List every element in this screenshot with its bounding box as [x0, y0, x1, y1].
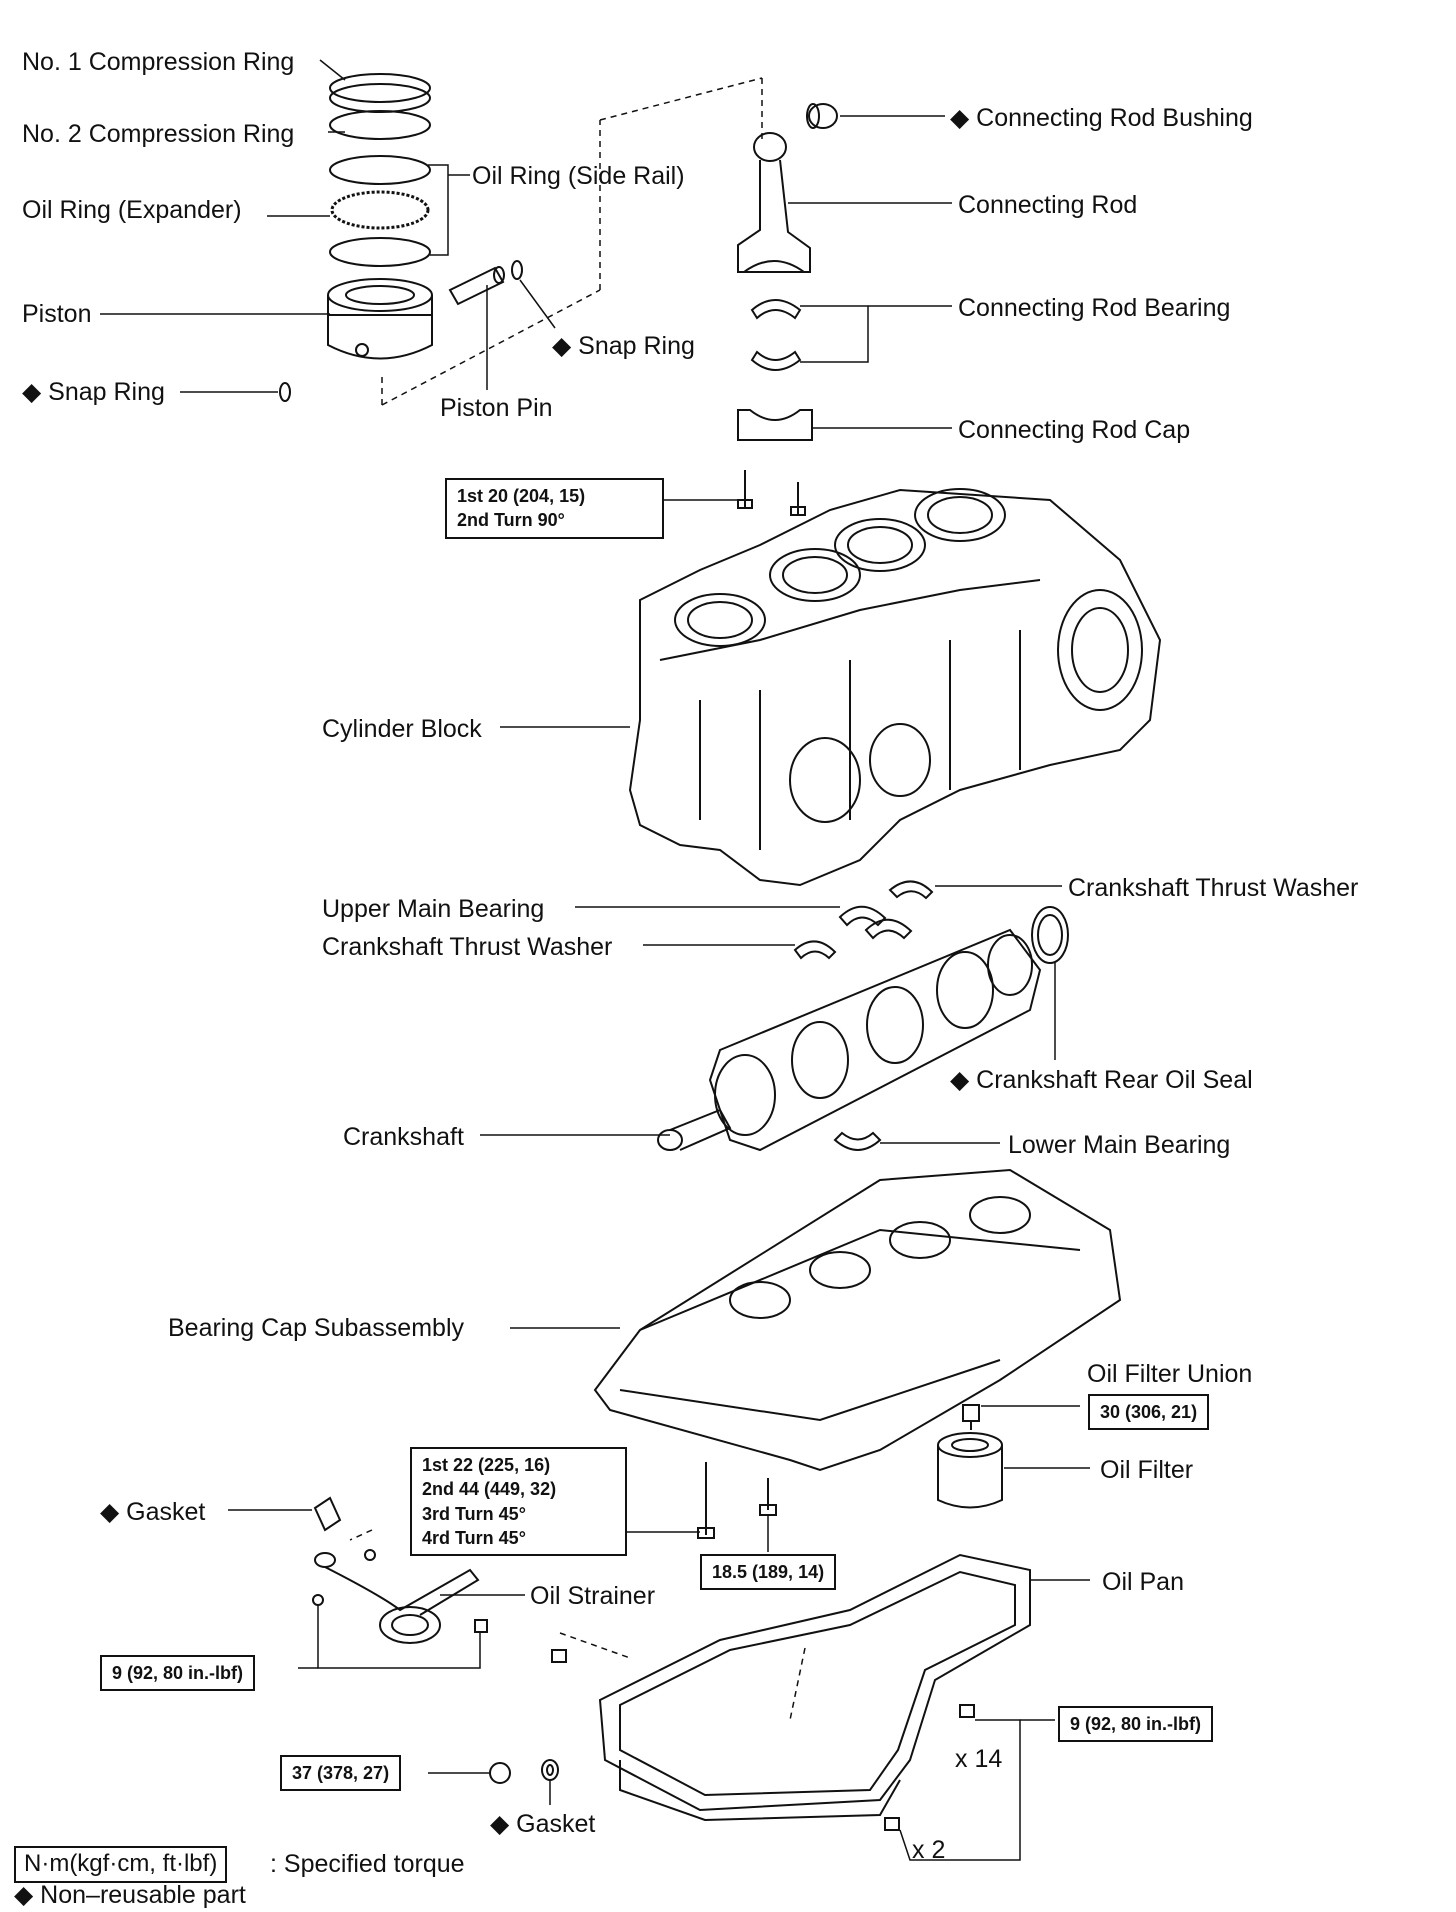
- oil-strainer: [312, 1549, 488, 1644]
- label-crankshaft-rear-oil-seal: ◆ Crankshaft Rear Oil Seal: [950, 1066, 1253, 1094]
- leader-lines: [100, 59, 1090, 1861]
- piston: [327, 278, 433, 360]
- cylinder-block: [628, 488, 1162, 887]
- gasket-bottom: [541, 1759, 559, 1781]
- torque-oil-pan: 9 (92, 80 in.-lbf): [1058, 1706, 1214, 1743]
- connecting-rod-cap: [737, 409, 813, 441]
- upper-main-bearing: [838, 905, 913, 940]
- crankshaft-rear-oil-seal: [1031, 906, 1069, 964]
- oil-pan-bolts: [551, 1649, 975, 1831]
- label-oil-pan: Oil Pan: [1102, 1568, 1184, 1596]
- torque-bearing-cap-bolt: 1st 22 (225, 16) 2nd 44 (449, 32) 3rd Tu…: [410, 1447, 627, 1557]
- bearing-cap-bolts: [697, 1462, 777, 1539]
- lower-main-bearing: [833, 1131, 882, 1151]
- connecting-rod: [737, 132, 811, 273]
- label-no2-compression-ring: No. 2 Compression Ring: [22, 120, 295, 148]
- torque-rod-cap-bolt: 1st 20 (204, 15) 2nd Turn 90°: [445, 478, 664, 539]
- rod-cap-bolts: [737, 470, 806, 516]
- label-no1-compression-ring: No. 1 Compression Ring: [22, 48, 295, 76]
- piston-rings: [329, 73, 431, 267]
- torque-bearing-cap-line3: 3rd Turn 45°: [422, 1503, 526, 1524]
- torque-rod-cap-line2: 2nd Turn 90°: [457, 510, 565, 531]
- label-piston: Piston: [22, 300, 92, 328]
- label-lower-main-bearing: Lower Main Bearing: [1008, 1131, 1231, 1159]
- gasket-top: [313, 1496, 342, 1532]
- piston-pin: [448, 266, 505, 306]
- label-gasket-bottom: ◆ Gasket: [490, 1810, 596, 1838]
- torque-oil-filter-union: 30 (306, 21): [1088, 1394, 1210, 1431]
- thrust-washer-upper: [888, 880, 934, 900]
- label-piston-pin: Piston Pin: [440, 394, 553, 422]
- label-oil-filter: Oil Filter: [1100, 1456, 1194, 1484]
- label-connecting-rod-bushing: ◆ Connecting Rod Bushing: [950, 104, 1253, 132]
- pan-bolts-count: x 14: [955, 1745, 1003, 1773]
- torque-bearing-cap-line2: 2nd 44 (449, 32): [422, 1479, 557, 1500]
- connecting-rod-bearing: [750, 299, 802, 371]
- oil-filter: [937, 1432, 1003, 1509]
- torque-drain-plug: 37 (378, 27): [280, 1755, 402, 1792]
- legend-non-reusable: ◆ Non–reusable part: [14, 1881, 246, 1909]
- label-connecting-rod-bearing: Connecting Rod Bearing: [958, 294, 1231, 322]
- alignment-lines: [349, 77, 806, 1721]
- label-crankshaft: Crankshaft: [343, 1123, 464, 1151]
- torque-rod-cap-line1: 1st 20 (204, 15): [457, 486, 586, 506]
- label-snap-ring-left: ◆ Snap Ring: [22, 378, 165, 406]
- legend-unit-text: : Specified torque: [270, 1850, 465, 1878]
- oil-pan: [598, 1553, 1031, 1822]
- label-gasket-top: ◆ Gasket: [100, 1498, 206, 1526]
- torque-bearing-cap-small: 18.5 (189, 14): [700, 1554, 837, 1591]
- label-oil-ring-side-rail: Oil Ring (Side Rail): [472, 162, 685, 190]
- oil-filter-union: [962, 1404, 980, 1430]
- label-crankshaft-thrust-washer-lower: Crankshaft Thrust Washer: [322, 933, 613, 961]
- torque-oil-strainer: 9 (92, 80 in.-lbf): [100, 1655, 256, 1692]
- pan-nuts-count: x 2: [912, 1836, 946, 1864]
- label-snap-ring-right: ◆ Snap Ring: [552, 332, 695, 360]
- label-upper-main-bearing: Upper Main Bearing: [322, 895, 545, 923]
- connecting-rod-bushing: [806, 103, 838, 129]
- torque-bearing-cap-line4: 4rd Turn 45°: [422, 1527, 526, 1548]
- torque-bearing-cap-line1: 1st 22 (225, 16): [422, 1455, 551, 1475]
- label-oil-filter-union: Oil Filter Union: [1087, 1360, 1253, 1388]
- legend-unit-box: N·m(kgf·cm, ft·lbf): [14, 1846, 228, 1883]
- snap-ring-left: [279, 382, 291, 402]
- bearing-cap-subassembly: [593, 1168, 1122, 1472]
- thrust-washer-lower: [793, 940, 837, 960]
- snap-ring-right: [511, 260, 523, 280]
- label-cylinder-block: Cylinder Block: [322, 715, 482, 743]
- label-oil-ring-expander: Oil Ring (Expander): [22, 196, 242, 224]
- drain-plug: [489, 1762, 511, 1784]
- label-oil-strainer: Oil Strainer: [530, 1582, 656, 1610]
- label-connecting-rod-cap: Connecting Rod Cap: [958, 416, 1191, 444]
- label-bearing-cap-subassembly: Bearing Cap Subassembly: [168, 1314, 464, 1342]
- crankshaft: [657, 928, 1042, 1152]
- label-connecting-rod: Connecting Rod: [958, 191, 1138, 219]
- label-crankshaft-thrust-washer-upper: Crankshaft Thrust Washer: [1068, 874, 1359, 902]
